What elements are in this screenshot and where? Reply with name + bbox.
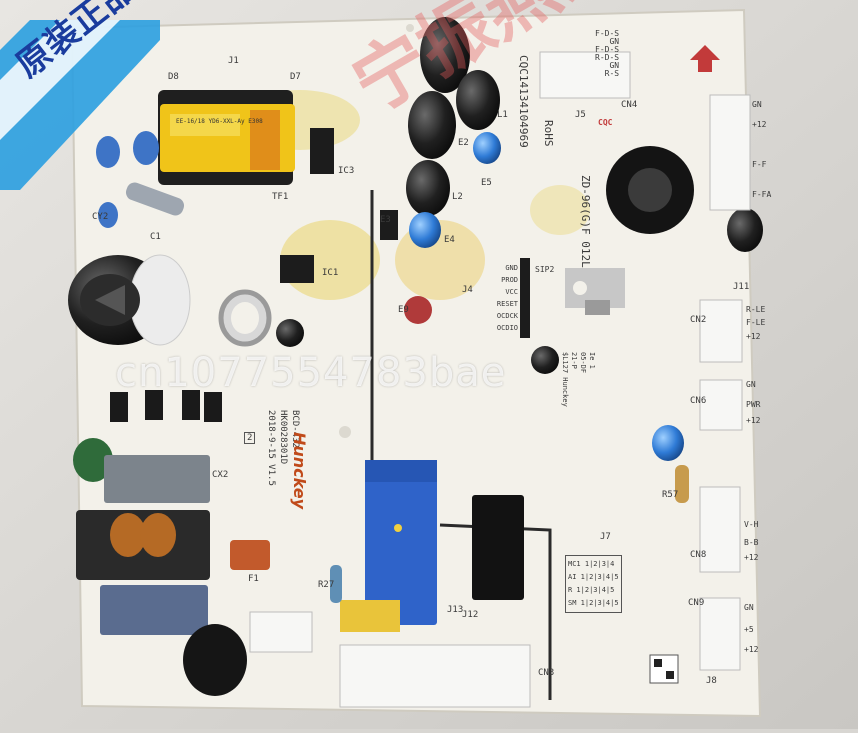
right-label: V-H <box>744 520 759 529</box>
promo-badge: 原装正品 <box>0 0 160 190</box>
ref-e9: E9 <box>398 305 409 315</box>
right-label: +12 <box>746 416 761 425</box>
sip-pin: OCDIO <box>496 324 518 332</box>
ref-e5: E5 <box>481 178 492 188</box>
sip-pin: VCC <box>505 288 518 296</box>
sip-pin-labels: GND PROD VCC RESET OCDCK OCDIO <box>478 262 518 334</box>
ref-cn3: CN3 <box>538 668 555 678</box>
top-connector-labels: F-D-S GN F-D-S R-D-S GN R-S <box>595 30 619 78</box>
right-label: +12 <box>744 645 759 654</box>
pin-table-row: R 1|2|3|4|5 <box>568 586 615 594</box>
pin-table-row: MC1 1|2|3|4 <box>568 560 615 568</box>
right-label: +12 <box>746 332 761 341</box>
conn-label: R-S <box>604 69 620 78</box>
ref-cn2: CN2 <box>690 315 707 325</box>
transformer-label: EE-16/18 YD6-XXL-Ay E308 <box>176 118 263 125</box>
right-label: GN <box>746 380 756 389</box>
ref-e4: E4 <box>444 235 455 245</box>
chip-label-line: 05-DF <box>579 352 587 374</box>
pin-table-row: SM 1|2|3|4|5 <box>568 599 619 607</box>
ref-j1: J1 <box>228 56 239 66</box>
ref-f1: F1 <box>248 574 259 584</box>
right-label: GN <box>744 603 754 612</box>
ref-r27: R27 <box>318 580 335 590</box>
right-label: B-B <box>744 538 759 547</box>
ref-j5: J5 <box>575 110 586 120</box>
watermark-id: cn1077554783bae <box>115 350 507 396</box>
sip-pin: RESET <box>496 300 518 308</box>
ref-l1: L1 <box>497 110 508 120</box>
ref-ic1: IC1 <box>322 268 339 278</box>
conn-label: R-D-S <box>595 53 620 62</box>
date-version: 2018-9-15 V1.5 <box>266 410 276 486</box>
rohs-mark: RoHS <box>542 120 555 147</box>
ref-cy2: CY2 <box>92 212 109 222</box>
badge-ribbon-icon <box>0 20 160 190</box>
ref-l2: L2 <box>452 192 463 202</box>
right-label: PWR <box>746 400 761 409</box>
sip-pin: GND <box>505 264 518 272</box>
right-label: F-LE <box>746 318 766 327</box>
ref-cn8: CN8 <box>690 550 707 560</box>
ref-e2: E2 <box>458 138 469 148</box>
ref-j8: J8 <box>706 676 717 686</box>
sip-pin: OCDCK <box>496 312 518 320</box>
right-label: F-F <box>752 160 767 169</box>
chip-label-line: $L127 Hunckey <box>561 352 569 407</box>
pin-table-row: AI 1|2|3|4|5 <box>568 573 619 581</box>
part-number: CQC14134104969 <box>517 55 530 148</box>
mark-2: 2 <box>244 432 256 444</box>
ref-d7: D7 <box>290 72 301 82</box>
zd-label: ZD-96(G)F 012L <box>579 175 592 268</box>
right-label: +12 <box>752 120 767 129</box>
brand-logo-text: Hunckey <box>290 432 309 510</box>
right-label: R-LE <box>746 305 766 314</box>
ref-d8: D8 <box>168 72 179 82</box>
chip-label: Ie 1 05-DF 21-P $L127 Hunckey <box>560 352 596 407</box>
right-label: F-FA <box>752 190 772 199</box>
ref-sip2: SIP2 <box>535 265 555 274</box>
right-label: +5 <box>744 625 754 634</box>
sip-pin: PROD <box>501 276 518 284</box>
ref-j7: J7 <box>600 532 611 542</box>
ref-j12: J12 <box>462 610 479 620</box>
board-id: HK0028301D <box>278 410 288 465</box>
ref-r57: R57 <box>662 490 679 500</box>
chip-label-line: Ie 1 <box>588 352 596 369</box>
cqc-mark: CQC <box>598 118 613 127</box>
ref-e3: E3 <box>380 215 391 225</box>
chip-label-line: 21-P <box>570 352 578 369</box>
ref-j11: J11 <box>733 282 750 292</box>
ref-c1: C1 <box>150 232 161 242</box>
conn-label: GN <box>609 37 620 46</box>
conn-label: F-D-S <box>595 29 620 38</box>
pin-table: MC1 1|2|3|4 AI 1|2|3|4|5 R 1|2|3|4|5 SM … <box>565 555 622 613</box>
ref-ic3: IC3 <box>338 166 355 176</box>
ref-tf1: TF1 <box>272 192 289 202</box>
ref-cn6: CN6 <box>690 396 707 406</box>
conn-label: F-D-S <box>595 45 620 54</box>
ref-cn9: CN9 <box>688 598 705 608</box>
right-label: +12 <box>744 553 759 562</box>
ref-cn4: CN4 <box>621 100 638 110</box>
ref-j13: J13 <box>447 605 464 615</box>
ref-j4: J4 <box>462 285 473 295</box>
ref-cx2: CX2 <box>212 470 229 480</box>
conn-label: GN <box>609 61 620 70</box>
right-label: GN <box>752 100 762 109</box>
